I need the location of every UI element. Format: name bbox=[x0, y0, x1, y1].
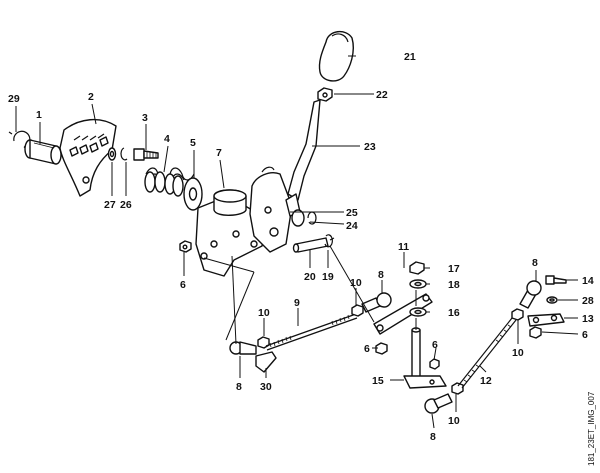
part-25-pivot-plate bbox=[249, 166, 293, 253]
leader-lines bbox=[15, 55, 579, 429]
callout-8-bottom: 8 bbox=[430, 431, 436, 443]
image-reference-code: 181_23ET_IMG_007 bbox=[587, 391, 596, 466]
callout-13: 13 bbox=[582, 313, 594, 325]
callout-16: 16 bbox=[448, 307, 460, 319]
part-10-nut-bottom bbox=[451, 382, 464, 395]
part-3-bolt bbox=[133, 148, 159, 161]
part-7-bracket bbox=[195, 189, 267, 277]
callout-10-right: 10 bbox=[512, 347, 524, 359]
callout-10-bottom: 10 bbox=[448, 415, 460, 427]
callout-17: 17 bbox=[448, 263, 460, 275]
part-10-nut-left bbox=[257, 336, 270, 349]
callout-10-left: 10 bbox=[258, 307, 270, 319]
part-6-nut-left bbox=[179, 240, 192, 253]
callout-6-small: 6 bbox=[432, 339, 438, 351]
part-24-circlip bbox=[291, 209, 317, 227]
part-13-plate bbox=[527, 313, 565, 327]
part-17-nut bbox=[409, 261, 425, 275]
callout-9: 9 bbox=[294, 297, 300, 309]
callout-23: 23 bbox=[364, 141, 376, 153]
part-27-washer bbox=[107, 147, 117, 161]
part-2-gate-plate bbox=[59, 119, 117, 197]
callout-27: 27 bbox=[104, 199, 116, 211]
callout-labels: 29 1 2 3 4 5 7 27 26 6 21 22 23 25 24 20… bbox=[8, 51, 594, 443]
part-20-pin bbox=[292, 237, 329, 253]
callout-1: 1 bbox=[36, 109, 42, 121]
callout-8-mid: 8 bbox=[378, 269, 384, 281]
part-10-nut-right bbox=[511, 308, 524, 321]
callout-6-left: 6 bbox=[180, 279, 186, 291]
callout-18: 18 bbox=[448, 279, 460, 291]
part-26-circlip bbox=[120, 147, 128, 161]
callout-20: 20 bbox=[304, 271, 316, 283]
callout-8-left: 8 bbox=[236, 381, 242, 393]
callout-29: 29 bbox=[8, 93, 20, 105]
part-14-bolt bbox=[545, 275, 567, 285]
callout-6-mid: 6 bbox=[364, 343, 370, 355]
callout-3: 3 bbox=[142, 112, 148, 124]
callout-25: 25 bbox=[346, 207, 358, 219]
callout-6-right: 6 bbox=[582, 329, 588, 341]
part-9-threaded-rod bbox=[265, 313, 358, 351]
part-1-shaft bbox=[24, 139, 62, 165]
callout-14: 14 bbox=[582, 275, 594, 287]
callout-7: 7 bbox=[216, 147, 222, 159]
callout-4: 4 bbox=[164, 133, 170, 145]
callout-12: 12 bbox=[480, 375, 492, 387]
part-6-nut-right bbox=[529, 326, 542, 339]
part-12-threaded-rod bbox=[457, 317, 517, 389]
part-16-washer bbox=[409, 307, 427, 317]
part-6-nut-mid bbox=[375, 342, 388, 355]
part-21-knob bbox=[318, 31, 354, 82]
callout-11: 11 bbox=[398, 241, 409, 253]
part-4-spring bbox=[144, 167, 195, 197]
part-28-washer bbox=[546, 296, 558, 304]
part-18-washer bbox=[409, 279, 427, 289]
callout-21: 21 bbox=[404, 51, 416, 63]
part-8-ball-joint-right bbox=[519, 280, 542, 309]
connection-lines bbox=[203, 245, 417, 345]
callout-8-right: 8 bbox=[532, 257, 538, 269]
callout-30: 30 bbox=[260, 381, 272, 393]
part-22-nut bbox=[317, 87, 333, 102]
callout-15: 15 bbox=[372, 375, 384, 387]
part-10-nut-mid bbox=[351, 304, 364, 317]
callout-2: 2 bbox=[88, 91, 94, 103]
callout-10-mid: 10 bbox=[350, 277, 362, 289]
callout-19: 19 bbox=[322, 271, 334, 283]
part-15-bracket bbox=[403, 327, 447, 389]
part-23-lever bbox=[285, 99, 321, 217]
callout-28: 28 bbox=[582, 295, 594, 307]
part-19-clip bbox=[324, 234, 335, 248]
part-6-nut-small bbox=[429, 358, 440, 370]
callout-5: 5 bbox=[190, 137, 196, 149]
callout-22: 22 bbox=[376, 89, 388, 101]
callout-24: 24 bbox=[346, 220, 358, 232]
part-30-link bbox=[255, 351, 277, 373]
part-5-washer bbox=[183, 177, 203, 211]
callout-26: 26 bbox=[120, 199, 132, 211]
part-8-ball-joint-left bbox=[229, 341, 257, 355]
part-11-arm bbox=[373, 293, 433, 335]
part-8-ball-joint-bottom bbox=[424, 393, 453, 414]
